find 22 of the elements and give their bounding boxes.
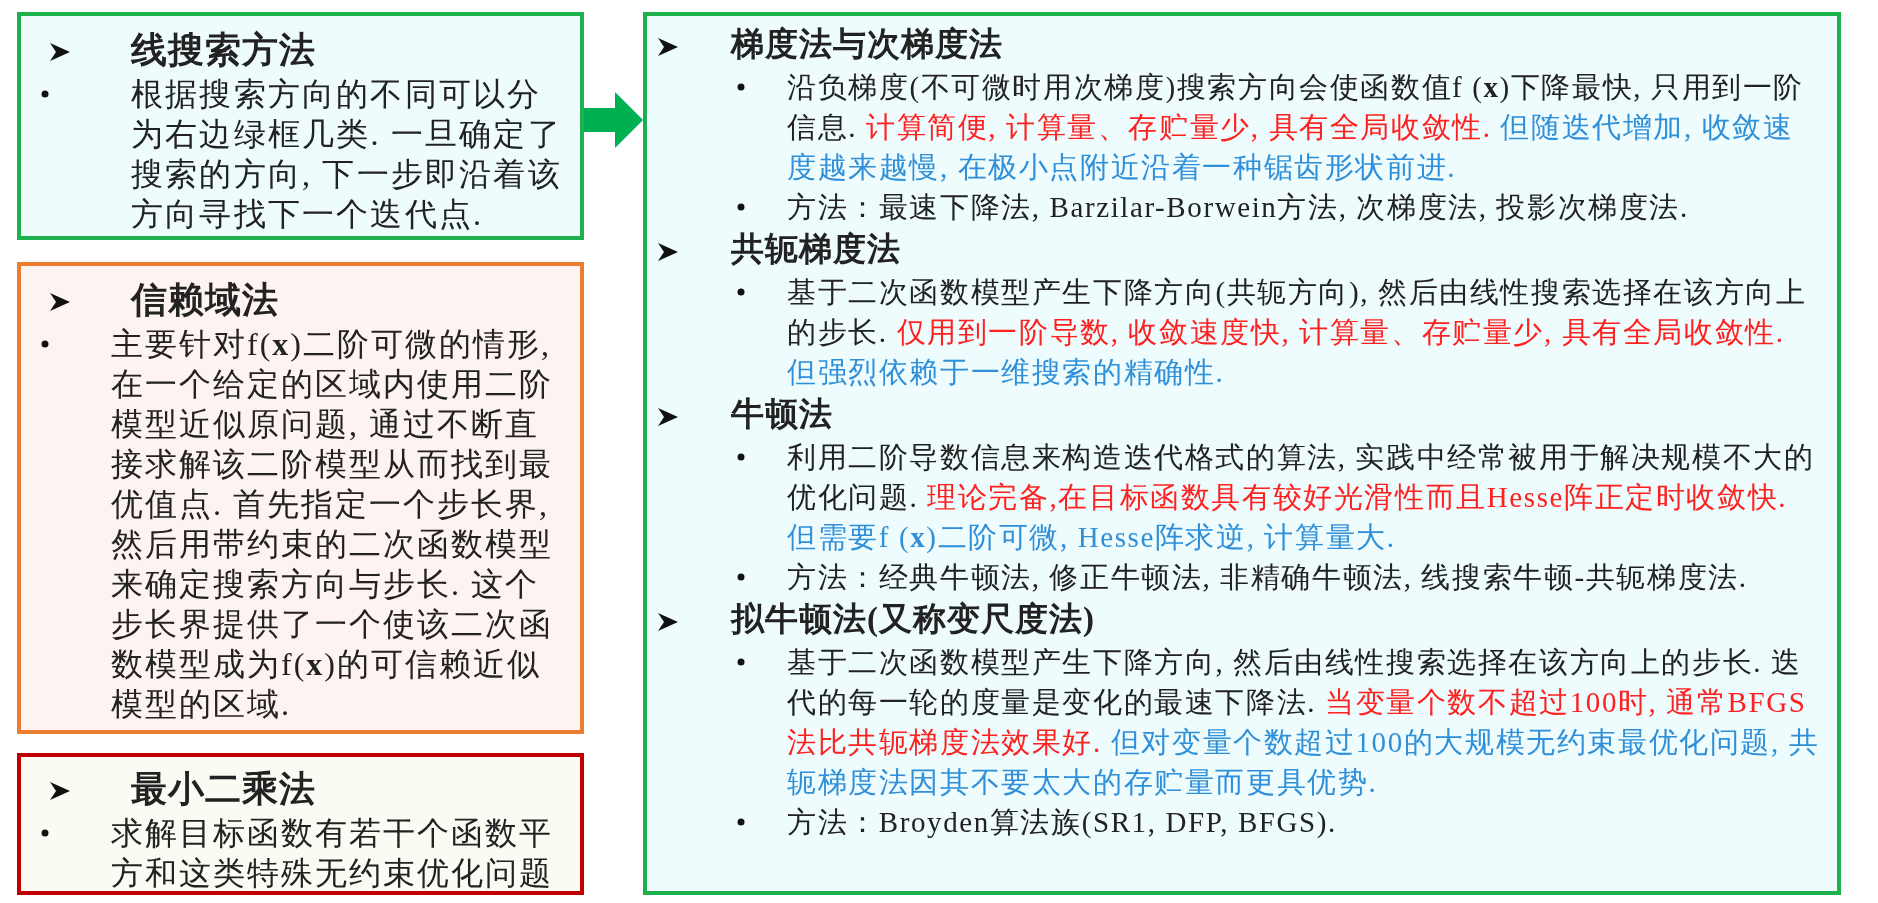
bullet-text: 基于二次函数模型产生下降方向(共轭方向), 然后由线性搜索选择在该方向上的步长. 仅用到一阶导数, 收敛速度快, 计算量、存贮量少, 具有全局收敛性. 但强烈依赖于一维搜索的精确性. [787, 275, 1808, 390]
bullet-text: 求解目标函数有若干个函数平方和这类特殊无约束优化问题 [111, 814, 554, 893]
bullet-text: 根据搜索方向的不同可以分为右边绿框几类. 一旦确定了搜索的方向, 下一步即沿着该方向寻找下一个迭代点. [131, 75, 563, 234]
bullet-text: 主要针对f(x)二阶可微的情形, 在一个给定的区域内使用二阶模型近似原问题, 通过不断直接求解该二阶模型从而找到最优值点. 首先指定一个步长界, 然后用带约束的二次函数模型来确定搜索方向与步长. 这个步长界提供了一个使该二次函数模型成为f(x)的可信赖近似模型的区域. [111, 325, 554, 724]
bullet-text: 方法：最速下降法, Barzilar-Borwein方法, 次梯度法, 投影次梯度法. [787, 190, 1690, 225]
section-heading: 最小二乘法 [131, 768, 316, 811]
arrow [584, 92, 643, 148]
method-box [643, 12, 1841, 895]
section-heading: 共轭梯度法 [731, 230, 901, 269]
bullet-text: 基于二次函数模型产生下降方向, 然后由线性搜索选择在该方向上的步长. 迭代的每一轮的度量是变化的最速下降法. 当变量个数不超过100时, 通常BFGS法比共轭梯度法效果好. 但对变量个数超过100的大规模无约束最优化问题, 共轭梯度法因其不要太大的存贮量而更具优势. [787, 645, 1821, 800]
method-box [17, 262, 584, 734]
bullet-text: 沿负梯度(不可微时用次梯度)搜索方向会使函数值f (x)下降最快, 只用到一阶信息. 计算简便, 计算量、存贮量少, 具有全局收敛性. 但随迭代增加, 收敛速度越来越慢, 在极小点附近沿着一种锯齿形状前进. [787, 70, 1805, 185]
section-heading: 梯度法与次梯度法 [731, 25, 1003, 64]
bullet-text: 利用二阶导数信息来构造迭代格式的算法, 实践中经常被用于解决规模不大的优化问题. 理论完备,在目标函数具有较好光滑性而且Hesse阵正定时收敛快. 但需要f (x)二阶可微, Hesse阵求逆, 计算量大. [787, 440, 1816, 555]
section-heading: 牛顿法 [731, 395, 833, 434]
section-heading: 拟牛顿法(又称变尺度法) [731, 600, 1095, 639]
method-box [17, 753, 584, 895]
section-heading: 信赖域法 [131, 279, 279, 322]
bullet-text: 方法：经典牛顿法, 修正牛顿法, 非精确牛顿法, 线搜索牛顿-共轭梯度法. [787, 560, 1749, 595]
method-box [17, 12, 584, 240]
bullet-text: 方法：Broyden算法族(SR1, DFP, BFGS). [787, 805, 1338, 840]
section-heading: 线搜索方法 [131, 29, 316, 72]
